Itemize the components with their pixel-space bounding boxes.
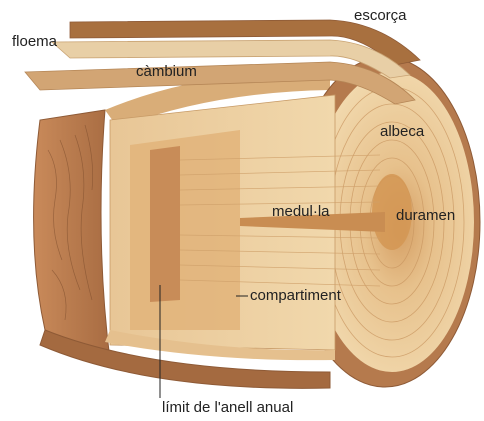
label-floema: floema (12, 34, 57, 49)
label-escorca: escorça (354, 8, 407, 23)
label-albeca: albeca (380, 124, 424, 139)
label-medulla: medul·la (272, 204, 330, 219)
bark-left-face (34, 110, 110, 360)
label-duramen: duramen (396, 208, 455, 223)
label-compartiment: compartiment (250, 288, 341, 303)
inner-panel (150, 146, 180, 302)
label-limit-anell-anual: límit de l'anell anual (162, 400, 293, 415)
label-cambium: càmbium (136, 64, 197, 79)
